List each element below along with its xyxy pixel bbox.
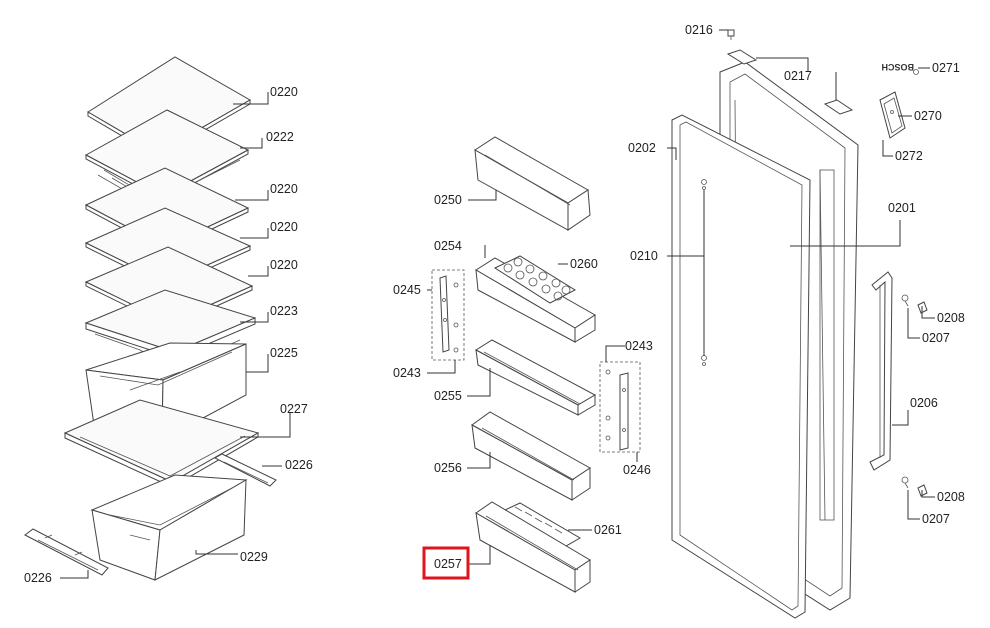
hinge-cover-0217-top[interactable] — [726, 49, 758, 65]
screw-0207-bottom[interactable] — [901, 476, 909, 489]
door-balcony-0256[interactable] — [471, 411, 591, 501]
label-0256: 0256 — [434, 461, 462, 475]
bracket-0246-right[interactable] — [599, 361, 641, 453]
door-balcony-0255[interactable] — [475, 339, 597, 416]
label-0254: 0254 — [434, 239, 462, 253]
label-0261: 0261 — [594, 523, 622, 537]
brand-logo-0271: BOSCH — [881, 62, 919, 75]
label-0208-bottom: 0208 — [937, 490, 965, 504]
door-handle-0206[interactable] — [869, 271, 893, 471]
label-0257: 0257 — [434, 557, 462, 571]
leader-lines — [60, 29, 935, 579]
label-0255: 0255 — [434, 389, 462, 403]
handle-cap-0270[interactable] — [879, 91, 906, 139]
label-0246: 0246 — [623, 463, 651, 477]
label-0225: 0225 — [270, 346, 298, 360]
door-balcony-0257[interactable] — [475, 501, 591, 593]
label-0206: 0206 — [910, 396, 938, 410]
label-0243-left: 0243 — [393, 366, 421, 380]
hinge-cover-0217-side[interactable] — [823, 99, 854, 115]
door-fixings-0210[interactable] — [701, 179, 707, 366]
door-balcony-0250[interactable] — [474, 136, 591, 231]
label-0210: 0210 — [630, 249, 658, 263]
part-labels: 0220 0222 0220 0220 0220 0223 0225 0227 … — [24, 23, 965, 585]
label-0207-bottom: 0207 — [922, 512, 950, 526]
bracket-0245-left[interactable] — [431, 269, 465, 361]
label-0202: 0202 — [628, 141, 656, 155]
door-balcony-group — [431, 136, 641, 593]
label-0208-top: 0208 — [937, 311, 965, 325]
label-0220-second: 0220 — [270, 182, 298, 196]
egg-tray-0260[interactable] — [493, 255, 577, 304]
highlight-box-0257 — [422, 546, 470, 580]
label-0250: 0250 — [434, 193, 462, 207]
label-0227: 0227 — [280, 402, 308, 416]
drawer-0229[interactable] — [90, 474, 248, 581]
screw-0207-top[interactable] — [901, 294, 909, 307]
label-0220-third: 0220 — [270, 220, 298, 234]
shelf-assembly-group — [24, 56, 277, 581]
label-0245: 0245 — [393, 283, 421, 297]
label-0271: 0271 — [932, 61, 960, 75]
cap-0216[interactable] — [727, 29, 735, 40]
label-0243-right: 0243 — [625, 339, 653, 353]
label-0226-right: 0226 — [285, 458, 313, 472]
label-0201: 0201 — [888, 201, 916, 215]
brand-logo-text: BOSCH — [881, 62, 914, 72]
label-0270: 0270 — [914, 109, 942, 123]
label-0229: 0229 — [240, 550, 268, 564]
label-0207-top: 0207 — [922, 331, 950, 345]
drawer-rail-0226-left[interactable] — [24, 528, 109, 576]
door-gasket-0202[interactable] — [671, 114, 811, 619]
drawer-cover-0227[interactable] — [63, 399, 260, 488]
label-0223: 0223 — [270, 304, 298, 318]
label-0260: 0260 — [570, 257, 598, 271]
label-0222: 0222 — [266, 130, 294, 144]
drawer-rail-0226-right[interactable] — [213, 453, 277, 487]
label-0220-fourth: 0220 — [270, 258, 298, 272]
door-group: BOSCH — [671, 29, 928, 619]
label-0216: 0216 — [685, 23, 713, 37]
label-0226-left: 0226 — [24, 571, 52, 585]
label-0220-top: 0220 — [270, 85, 298, 99]
label-0217: 0217 — [784, 69, 812, 83]
label-0272: 0272 — [895, 149, 923, 163]
